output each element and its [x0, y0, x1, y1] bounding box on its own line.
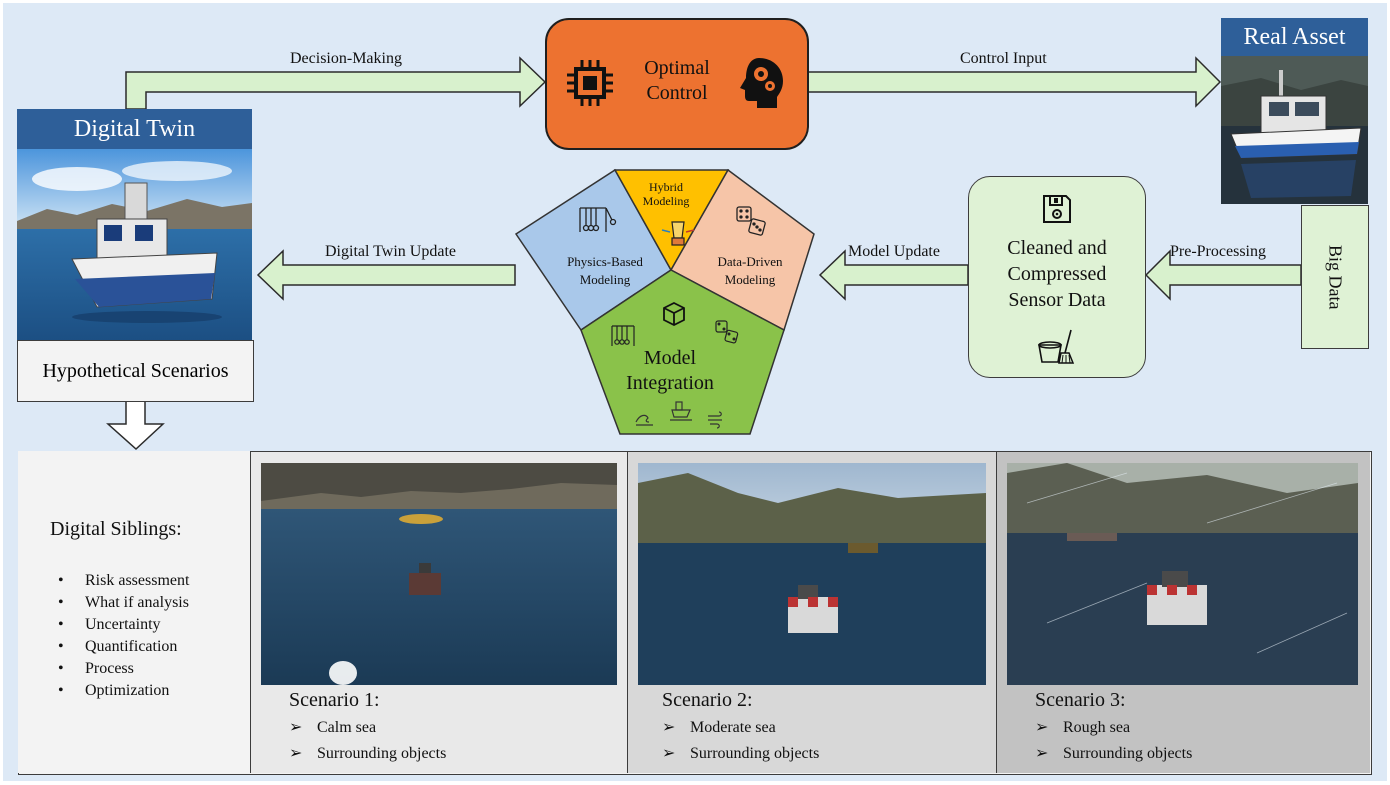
cube-icon	[663, 301, 685, 327]
hypothetical-scenarios-box: Hypothetical Scenarios	[17, 340, 254, 402]
physics-line1: Physics-Based	[567, 254, 643, 269]
data-line2: Modeling	[724, 271, 776, 287]
digital-twin-update-label: Digital Twin Update	[325, 243, 457, 260]
digital-siblings-list: Risk assessment What if analysis Uncerta…	[58, 570, 189, 702]
scenario-3-image	[1007, 463, 1358, 685]
data-driven-label: Data-Driven Modeling	[695, 253, 805, 288]
physics-based-label: Physics-Based Modeling	[550, 253, 660, 288]
sibling-item-continuation: Quantification	[58, 636, 189, 658]
model-integration-segment	[580, 269, 785, 435]
arrow-bullet-icon: ➢	[289, 719, 303, 736]
newtons-cradle-icon-small	[611, 325, 635, 346]
optimal-control-line2: Control	[646, 82, 708, 104]
sensor-data-label: Cleaned and Compressed Sensor Data	[969, 235, 1145, 313]
hybrid-line1: Hybrid	[649, 180, 683, 194]
real-asset-title: Real Asset	[1221, 18, 1368, 56]
sibling-item-continuation: Optimization	[58, 680, 189, 702]
blender-icon	[661, 221, 695, 246]
scenario-2-item-2: ➢ Surrounding objects	[662, 743, 819, 763]
sibling-item: Risk assessment	[58, 570, 189, 592]
chip-icon	[565, 58, 615, 108]
arrow-bullet-icon: ➢	[1035, 745, 1049, 762]
hybrid-line2: Modeling	[642, 194, 690, 209]
scenario-1-item-1: ➢ Calm sea	[289, 717, 376, 737]
hybrid-modeling-label: Hybrid Modeling	[626, 180, 706, 209]
scenario-1-item-2: ➢ Surrounding objects	[289, 743, 446, 763]
real-asset-image	[1221, 56, 1368, 204]
control-input-arrow	[806, 56, 1222, 108]
scenario-2-item-1-text: Moderate sea	[690, 719, 776, 736]
scenario-3-item-2: ➢ Surrounding objects	[1035, 743, 1192, 763]
dice-icon-small	[715, 320, 739, 344]
dice-icon	[736, 206, 766, 236]
digital-siblings-title: Digital Siblings:	[50, 518, 182, 540]
ship-icon	[670, 401, 692, 421]
scenario-1-title: Scenario 1:	[289, 689, 380, 711]
scenario-1-item-2-text: Surrounding objects	[317, 745, 447, 762]
sensor-data-line3: Sensor Data	[1008, 289, 1106, 311]
sibling-item: What if analysis	[58, 592, 189, 614]
model-integration-label: Model Integration	[605, 346, 735, 396]
optimal-control-line1: Optimal	[644, 57, 710, 79]
scenarios-down-arrow	[106, 399, 165, 451]
bucket-broom-icon	[1037, 329, 1077, 365]
scenario-2-title: Scenario 2:	[662, 689, 753, 711]
integration-line2: Integration	[626, 372, 714, 394]
floppy-disk-icon	[1041, 193, 1073, 225]
arrow-bullet-icon: ➢	[662, 719, 676, 736]
sibling-item: Process	[58, 658, 189, 680]
scenario-2-image	[638, 463, 986, 685]
scenario-1-image	[261, 463, 617, 685]
scenario-1-item-1-text: Calm sea	[317, 719, 377, 736]
sibling-item: Uncertainty	[58, 614, 189, 636]
pre-processing-arrow	[1144, 249, 1302, 301]
data-line1: Data-Driven	[717, 254, 783, 269]
model-update-arrow	[818, 249, 969, 301]
physics-line2: Modeling	[579, 271, 631, 287]
optimal-control-label: Optimal Control	[627, 56, 727, 106]
big-data-label: Big Data	[1325, 244, 1346, 310]
wave-icon	[635, 414, 653, 426]
model-pentagon	[514, 168, 815, 435]
sensor-data-line2: Compressed	[1007, 263, 1107, 285]
big-data-box: Big Data	[1301, 205, 1369, 349]
arrow-bullet-icon: ➢	[662, 745, 676, 762]
sensor-data-line1: Cleaned and	[1007, 237, 1107, 259]
scenario-3-title: Scenario 3:	[1035, 689, 1126, 711]
sibling-item-cont-text: Optimization	[85, 682, 170, 699]
digital-twin-update-arrow	[256, 249, 516, 301]
model-update-label: Model Update	[848, 243, 940, 260]
optimal-control-box: Optimal Control	[545, 18, 809, 150]
sensor-data-box: Cleaned and Compressed Sensor Data	[968, 176, 1146, 378]
scenario-2-item-2-text: Surrounding objects	[690, 745, 820, 762]
arrow-bullet-icon: ➢	[1035, 719, 1049, 736]
scenario-3-item-1: ➢ Rough sea	[1035, 717, 1130, 737]
sibling-item-cont-text: Quantification	[85, 638, 178, 655]
newtons-cradle-icon	[579, 207, 617, 232]
wind-icon	[708, 411, 722, 429]
digital-twin-image	[17, 149, 252, 340]
digital-twin-title: Digital Twin	[17, 109, 252, 149]
scenario-3-item-1-text: Rough sea	[1063, 719, 1131, 736]
decision-making-label: Decision-Making	[290, 50, 402, 67]
arrow-bullet-icon: ➢	[289, 745, 303, 762]
pre-processing-label: Pre-Processing	[1170, 243, 1266, 260]
control-input-label: Control Input	[960, 50, 1047, 67]
scenario-2-item-1: ➢ Moderate sea	[662, 717, 776, 737]
head-gears-icon	[737, 56, 787, 110]
integration-line1: Model	[643, 347, 697, 369]
scenario-3-item-2-text: Surrounding objects	[1063, 745, 1193, 762]
decision-making-arrow	[125, 56, 547, 110]
